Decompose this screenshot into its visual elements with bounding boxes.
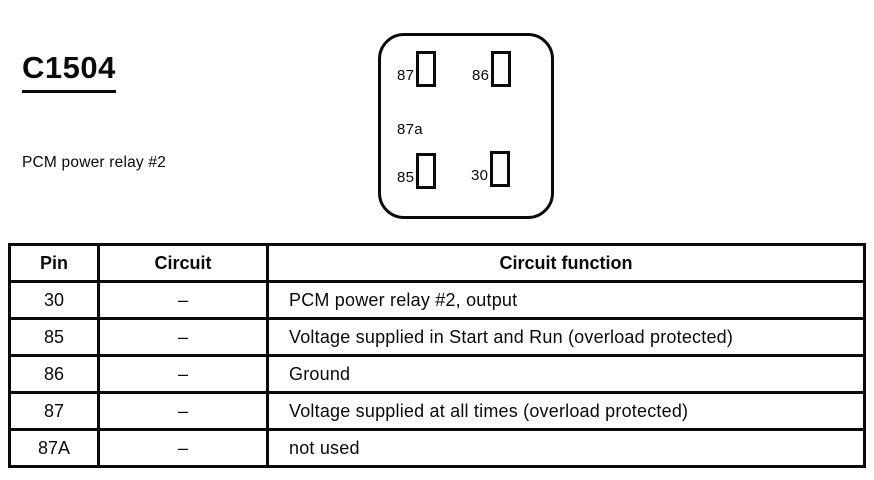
pin-85-slot-icon <box>416 153 437 189</box>
header-circuit-function: Circuit function <box>266 243 866 283</box>
function-cell: Voltage supplied in Start and Run (overl… <box>266 317 866 357</box>
function-cell: Voltage supplied at all times (overload … <box>266 391 866 431</box>
pin-87a: 87a <box>397 121 423 138</box>
pin-87-slot-icon <box>416 51 437 87</box>
pinout-table: Pin Circuit Circuit function 30 – PCM po… <box>8 243 866 468</box>
pin-85: 85 <box>397 153 437 195</box>
connector-id-title: C1504 <box>22 51 116 93</box>
header-pin: Pin <box>8 243 100 283</box>
pin-87a-label: 87a <box>397 121 423 138</box>
pin-cell: 86 <box>8 354 100 394</box>
table-row: 86 – Ground <box>8 354 866 394</box>
function-cell: PCM power relay #2, output <box>266 280 866 320</box>
circuit-cell: – <box>97 354 269 394</box>
circuit-cell: – <box>97 280 269 320</box>
pin-cell: 87 <box>8 391 100 431</box>
pin-cell: 30 <box>8 280 100 320</box>
table-row: 87 – Voltage supplied at all times (over… <box>8 391 866 431</box>
circuit-cell: – <box>97 317 269 357</box>
table-row: 87A – not used <box>8 428 866 468</box>
circuit-cell: – <box>97 428 269 468</box>
pin-87-label: 87 <box>397 66 415 84</box>
relay-connector-diagram: 87 86 87a 85 30 <box>378 33 554 219</box>
table-row: 30 – PCM power relay #2, output <box>8 280 866 320</box>
pin-30: 30 <box>471 151 511 193</box>
header-circuit: Circuit <box>97 243 269 283</box>
pin-87: 87 <box>397 51 437 93</box>
pin-86-label: 86 <box>472 66 490 84</box>
table-row: 85 – Voltage supplied in Start and Run (… <box>8 317 866 357</box>
function-cell: not used <box>266 428 866 468</box>
pin-cell: 87A <box>8 428 100 468</box>
pin-30-label: 30 <box>471 166 489 184</box>
connector-description: PCM power relay #2 <box>22 154 167 171</box>
pin-85-label: 85 <box>397 168 415 186</box>
pin-86: 86 <box>472 51 512 93</box>
pin-86-slot-icon <box>491 51 512 87</box>
pin-cell: 85 <box>8 317 100 357</box>
circuit-cell: – <box>97 391 269 431</box>
function-cell: Ground <box>266 354 866 394</box>
table-header-row: Pin Circuit Circuit function <box>8 243 866 283</box>
pin-30-slot-icon <box>490 151 511 187</box>
